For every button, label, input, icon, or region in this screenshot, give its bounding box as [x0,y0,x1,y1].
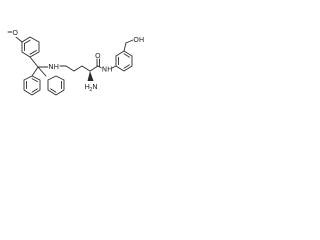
hydroxymethyl-group: OH [123,35,145,52]
left-phenyl-ring [23,75,41,96]
alpha-amine-n-label: N [92,82,97,91]
amide-nh-link: NH [97,64,117,74]
benzyl-alcohol-ring [115,50,133,72]
carbonyl-oxygen-label: O [95,51,101,60]
alpha-amine-h-label: H [85,82,90,91]
alpha-carbon-group: H 2 N O [85,51,102,93]
amine-nh-label: NH [48,62,59,71]
amine-nh-link: NH [48,62,67,71]
molecule-structure-diagram: O NH H 2 N O [7,28,145,96]
alpha-amine-subscript: 2 [89,87,92,93]
hydroxyl-label: OH [133,35,144,44]
amide-nh-label: NH [102,65,113,74]
trityl-center [29,56,49,77]
right-phenyl-ring [47,75,65,96]
methoxy-oxygen-label: O [12,28,18,37]
lysine-side-chain [65,65,91,72]
methoxyphenyl-ring [21,36,40,58]
methoxy-group: O [7,28,23,43]
